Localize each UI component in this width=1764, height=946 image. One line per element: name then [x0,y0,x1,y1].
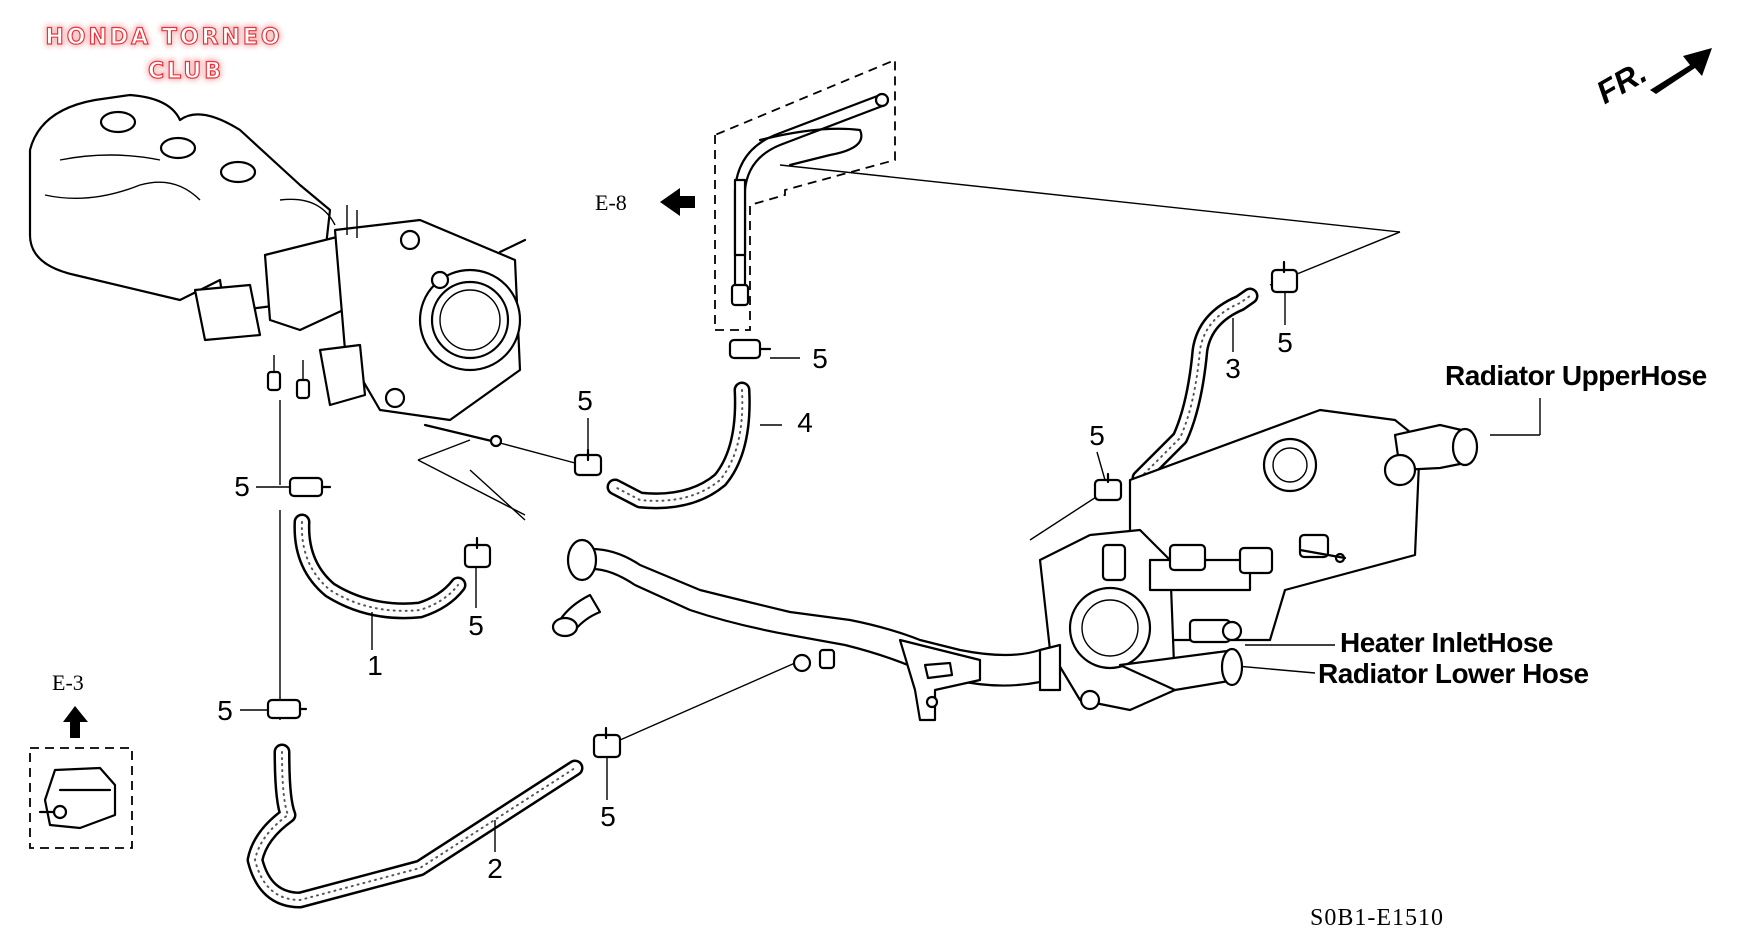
clamp-throttle-side [573,448,603,477]
e3-ref-label: E-3 [52,670,84,695]
callout-clamp-top: 5 [812,343,828,374]
intake-manifold-assembly [28,93,527,448]
callout-clamp-throttle: 5 [577,385,593,416]
arrow-upright-icon [1650,48,1712,94]
clamp-left-lower [266,698,308,720]
callout-clamp-left-lower: 5 [217,695,233,726]
hose-2 [246,743,584,909]
callout-clamp-hose2: 5 [600,801,616,832]
clamp-hose2-end [592,726,622,759]
front-direction-indicator: FR. [1590,48,1712,111]
label-radiator-lower-hose: Radiator Lower Hose [1318,658,1589,689]
water-pipe [551,538,1062,722]
bypass-pipe-inset [714,58,896,331]
hose-1 [293,513,467,620]
e8-ref-label: E-8 [595,190,627,215]
clamp-top [728,338,772,360]
diagram-code: S0B1-E1510 [1310,905,1444,931]
arrow-up-icon [63,706,88,738]
callout-part-4: 4 [797,407,813,438]
hose-name-labels: Radiator UpperHose Heater InletHose Radi… [1318,360,1707,689]
callout-clamp-hose3-upper: 5 [1277,327,1293,358]
hose-3 [1131,287,1259,487]
callout-part-3: 3 [1225,353,1241,384]
callout-clamp-hose3-lower: 5 [1089,420,1105,451]
callout-clamp-left-upper: 5 [234,471,250,502]
hose-clamps [266,260,1299,759]
callout-clamp-hose1: 5 [468,610,484,641]
clamp-hose1-end [463,536,492,569]
direction-label: FR. [1590,54,1653,111]
part-callouts: 1 2 3 4 5 5 5 5 5 5 5 5 [217,292,1293,884]
callout-part-1: 1 [367,650,383,681]
watermark-line1: HONDA TORNEO [45,25,282,50]
label-heater-inlet-hose: Heater InletHose [1340,627,1553,658]
club-watermark: HONDA TORNEO CLUB [45,24,282,84]
arrow-left-icon [660,188,695,216]
clamp-hose3-upper [1270,260,1299,294]
label-radiator-upper-hose: Radiator UpperHose [1445,360,1707,391]
watermark-line2: CLUB [148,59,224,84]
clamp-left-upper [288,476,332,498]
hose-4 [606,381,751,510]
e8-reference: E-8 [595,188,695,216]
callout-part-2: 2 [487,853,503,884]
clamp-hose3-lower [1093,472,1123,502]
e3-inset: E-3 [29,670,133,849]
water-outlet-assembly [1038,408,1479,712]
